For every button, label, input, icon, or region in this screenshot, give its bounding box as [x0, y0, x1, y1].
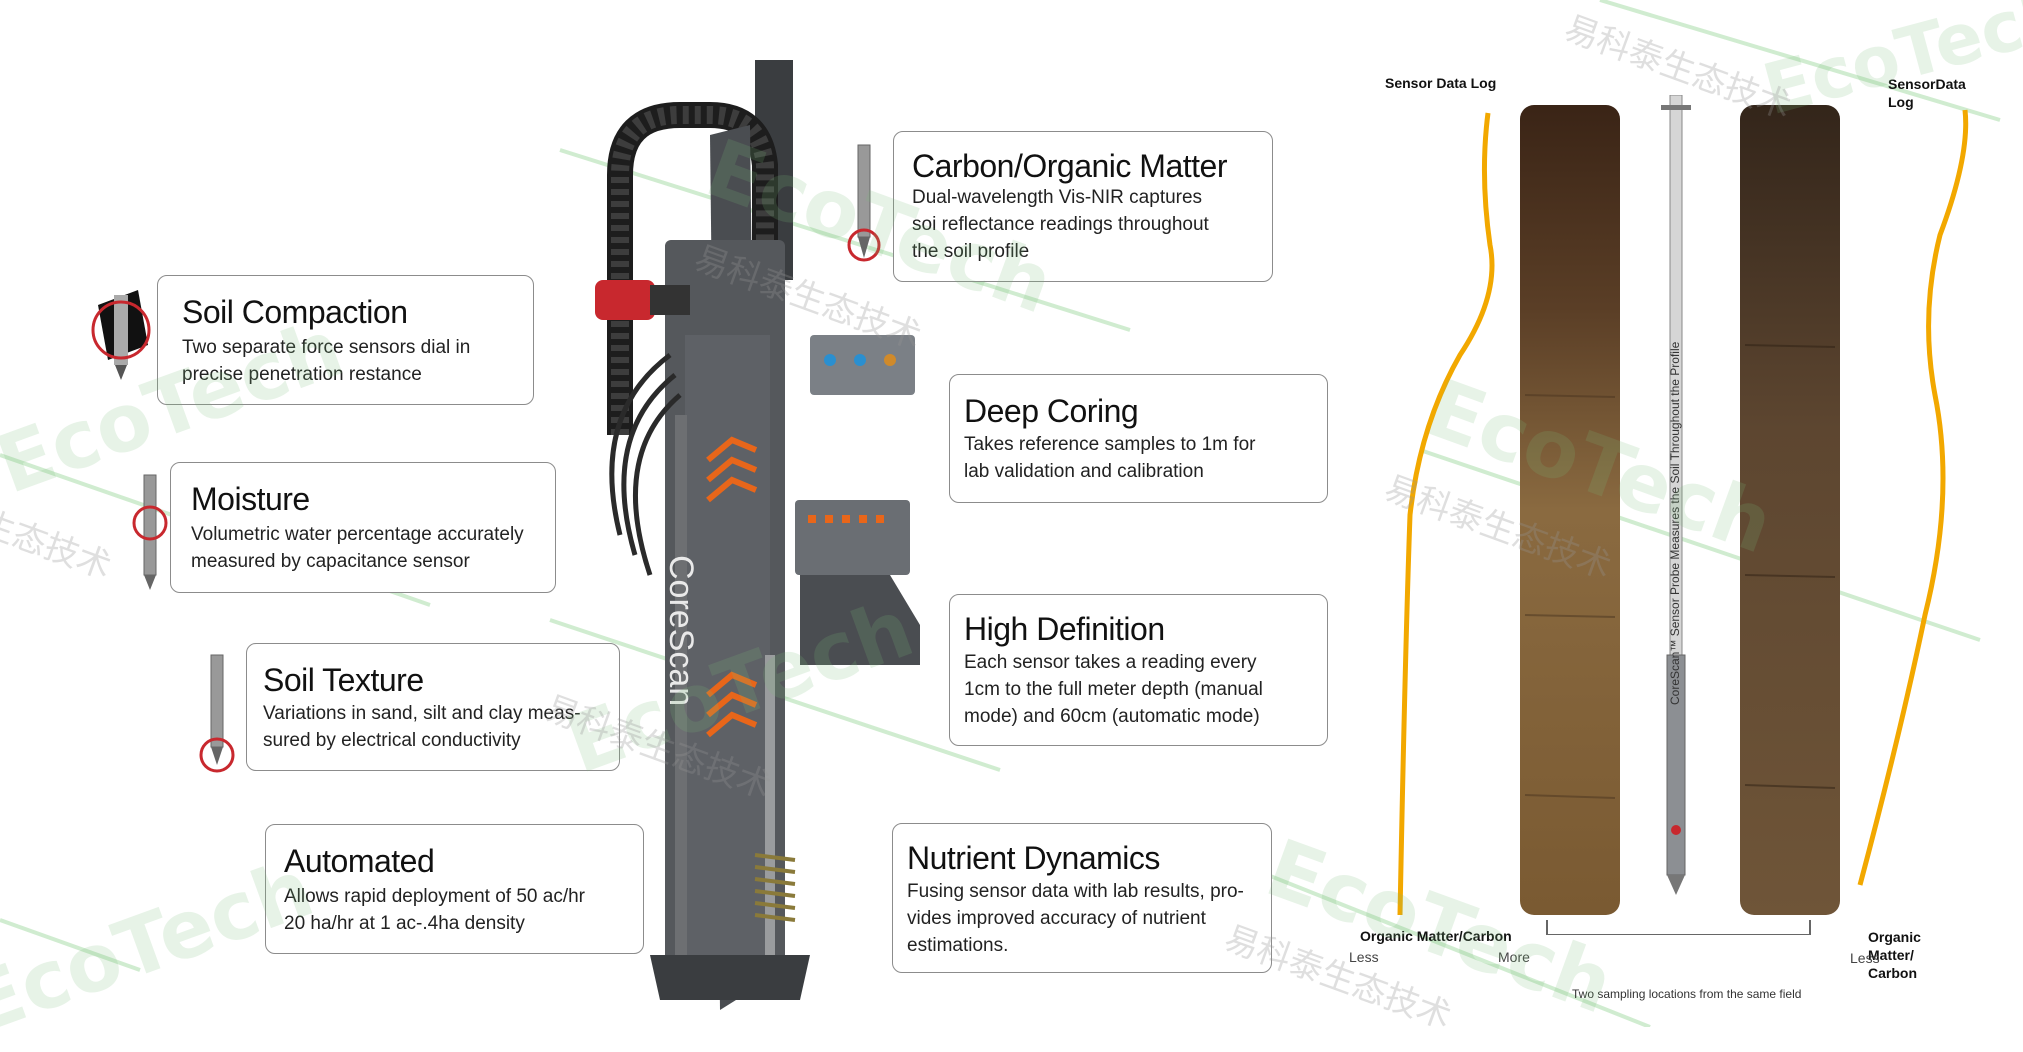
callout-desc: Fusing sensor data with lab results, pro… [907, 881, 1244, 956]
callout-high-definition: High Definition Each sensor takes a read… [949, 594, 1328, 746]
sampling-bracket [1546, 920, 1811, 935]
callout-desc: Takes reference samples to 1m for lab va… [964, 434, 1256, 482]
callout-title: Moisture [191, 481, 310, 517]
callout-nutrient-dynamics: Nutrient Dynamics Fusing sensor data wit… [892, 823, 1272, 973]
callout-soil-compaction: Soil Compaction Two separate force senso… [157, 275, 534, 405]
callout-desc: Variations in sand, silt and clay meas- … [263, 703, 581, 751]
callout-title: Carbon/Organic Matter [912, 148, 1227, 184]
callout-title: High Definition [964, 611, 1165, 647]
bracket-caption: Two sampling locations from the same fie… [1572, 987, 1802, 1001]
callout-desc: Allows rapid deployment of 50 ac/hr 20 h… [284, 886, 585, 934]
callout-title: Soil Compaction [182, 294, 408, 330]
callout-title: Deep Coring [964, 393, 1139, 429]
left-axis-label: Organic Matter/Carbon [1360, 928, 1512, 944]
left-log-line [1397, 112, 1495, 916]
texture-sensor-icon [199, 654, 235, 773]
right-log-label: SensorData Log [1888, 76, 1966, 110]
callout-carbon-organic-matter: Carbon/Organic Matter Dual-wavelength Vi… [893, 131, 1273, 282]
callout-title: Nutrient Dynamics [907, 840, 1160, 876]
compaction-sensor-icon [91, 290, 151, 380]
brand-label: CoreScan [662, 555, 700, 707]
right-log-line [1857, 109, 1969, 886]
right-axis-label: Organic Matter/ Carbon [1868, 929, 1921, 981]
callout-title: Automated [284, 843, 435, 879]
callout-desc: Two separate force sensors dial in preci… [182, 337, 471, 385]
callout-desc: Each sensor takes a reading every 1cm to… [964, 652, 1263, 727]
left-log-label: Sensor Data Log [1385, 75, 1497, 91]
callout-automated: Automated Allows rapid deployment of 50 … [265, 824, 644, 954]
probe-sensor-dot [1671, 825, 1681, 835]
callout-moisture: Moisture Volumetric water percentage acc… [170, 462, 556, 593]
probe-caption: CoreScan™ Sensor Probe Measures the Soil… [1668, 341, 1682, 705]
left-more-label: More [1498, 949, 1530, 965]
left-less-label: Less [1349, 949, 1379, 965]
right-soil-core [1740, 105, 1840, 915]
callout-deep-coring: Deep Coring Takes reference samples to 1… [949, 374, 1328, 503]
right-less-label: Less [1850, 950, 1880, 966]
callout-soil-texture: Soil Texture Variations in sand, silt an… [246, 643, 620, 771]
callout-title: Soil Texture [263, 662, 424, 698]
corescan-machine [595, 60, 920, 1010]
callout-desc: Dual-wavelength Vis-NIR captures soi ref… [912, 187, 1209, 262]
vis-nir-sensor-icon [847, 144, 881, 262]
left-soil-core [1520, 105, 1620, 915]
moisture-sensor-icon [132, 474, 168, 590]
soil-cores-figure [1397, 95, 1969, 935]
callout-desc: Volumetric water percentage accurately m… [191, 524, 524, 572]
